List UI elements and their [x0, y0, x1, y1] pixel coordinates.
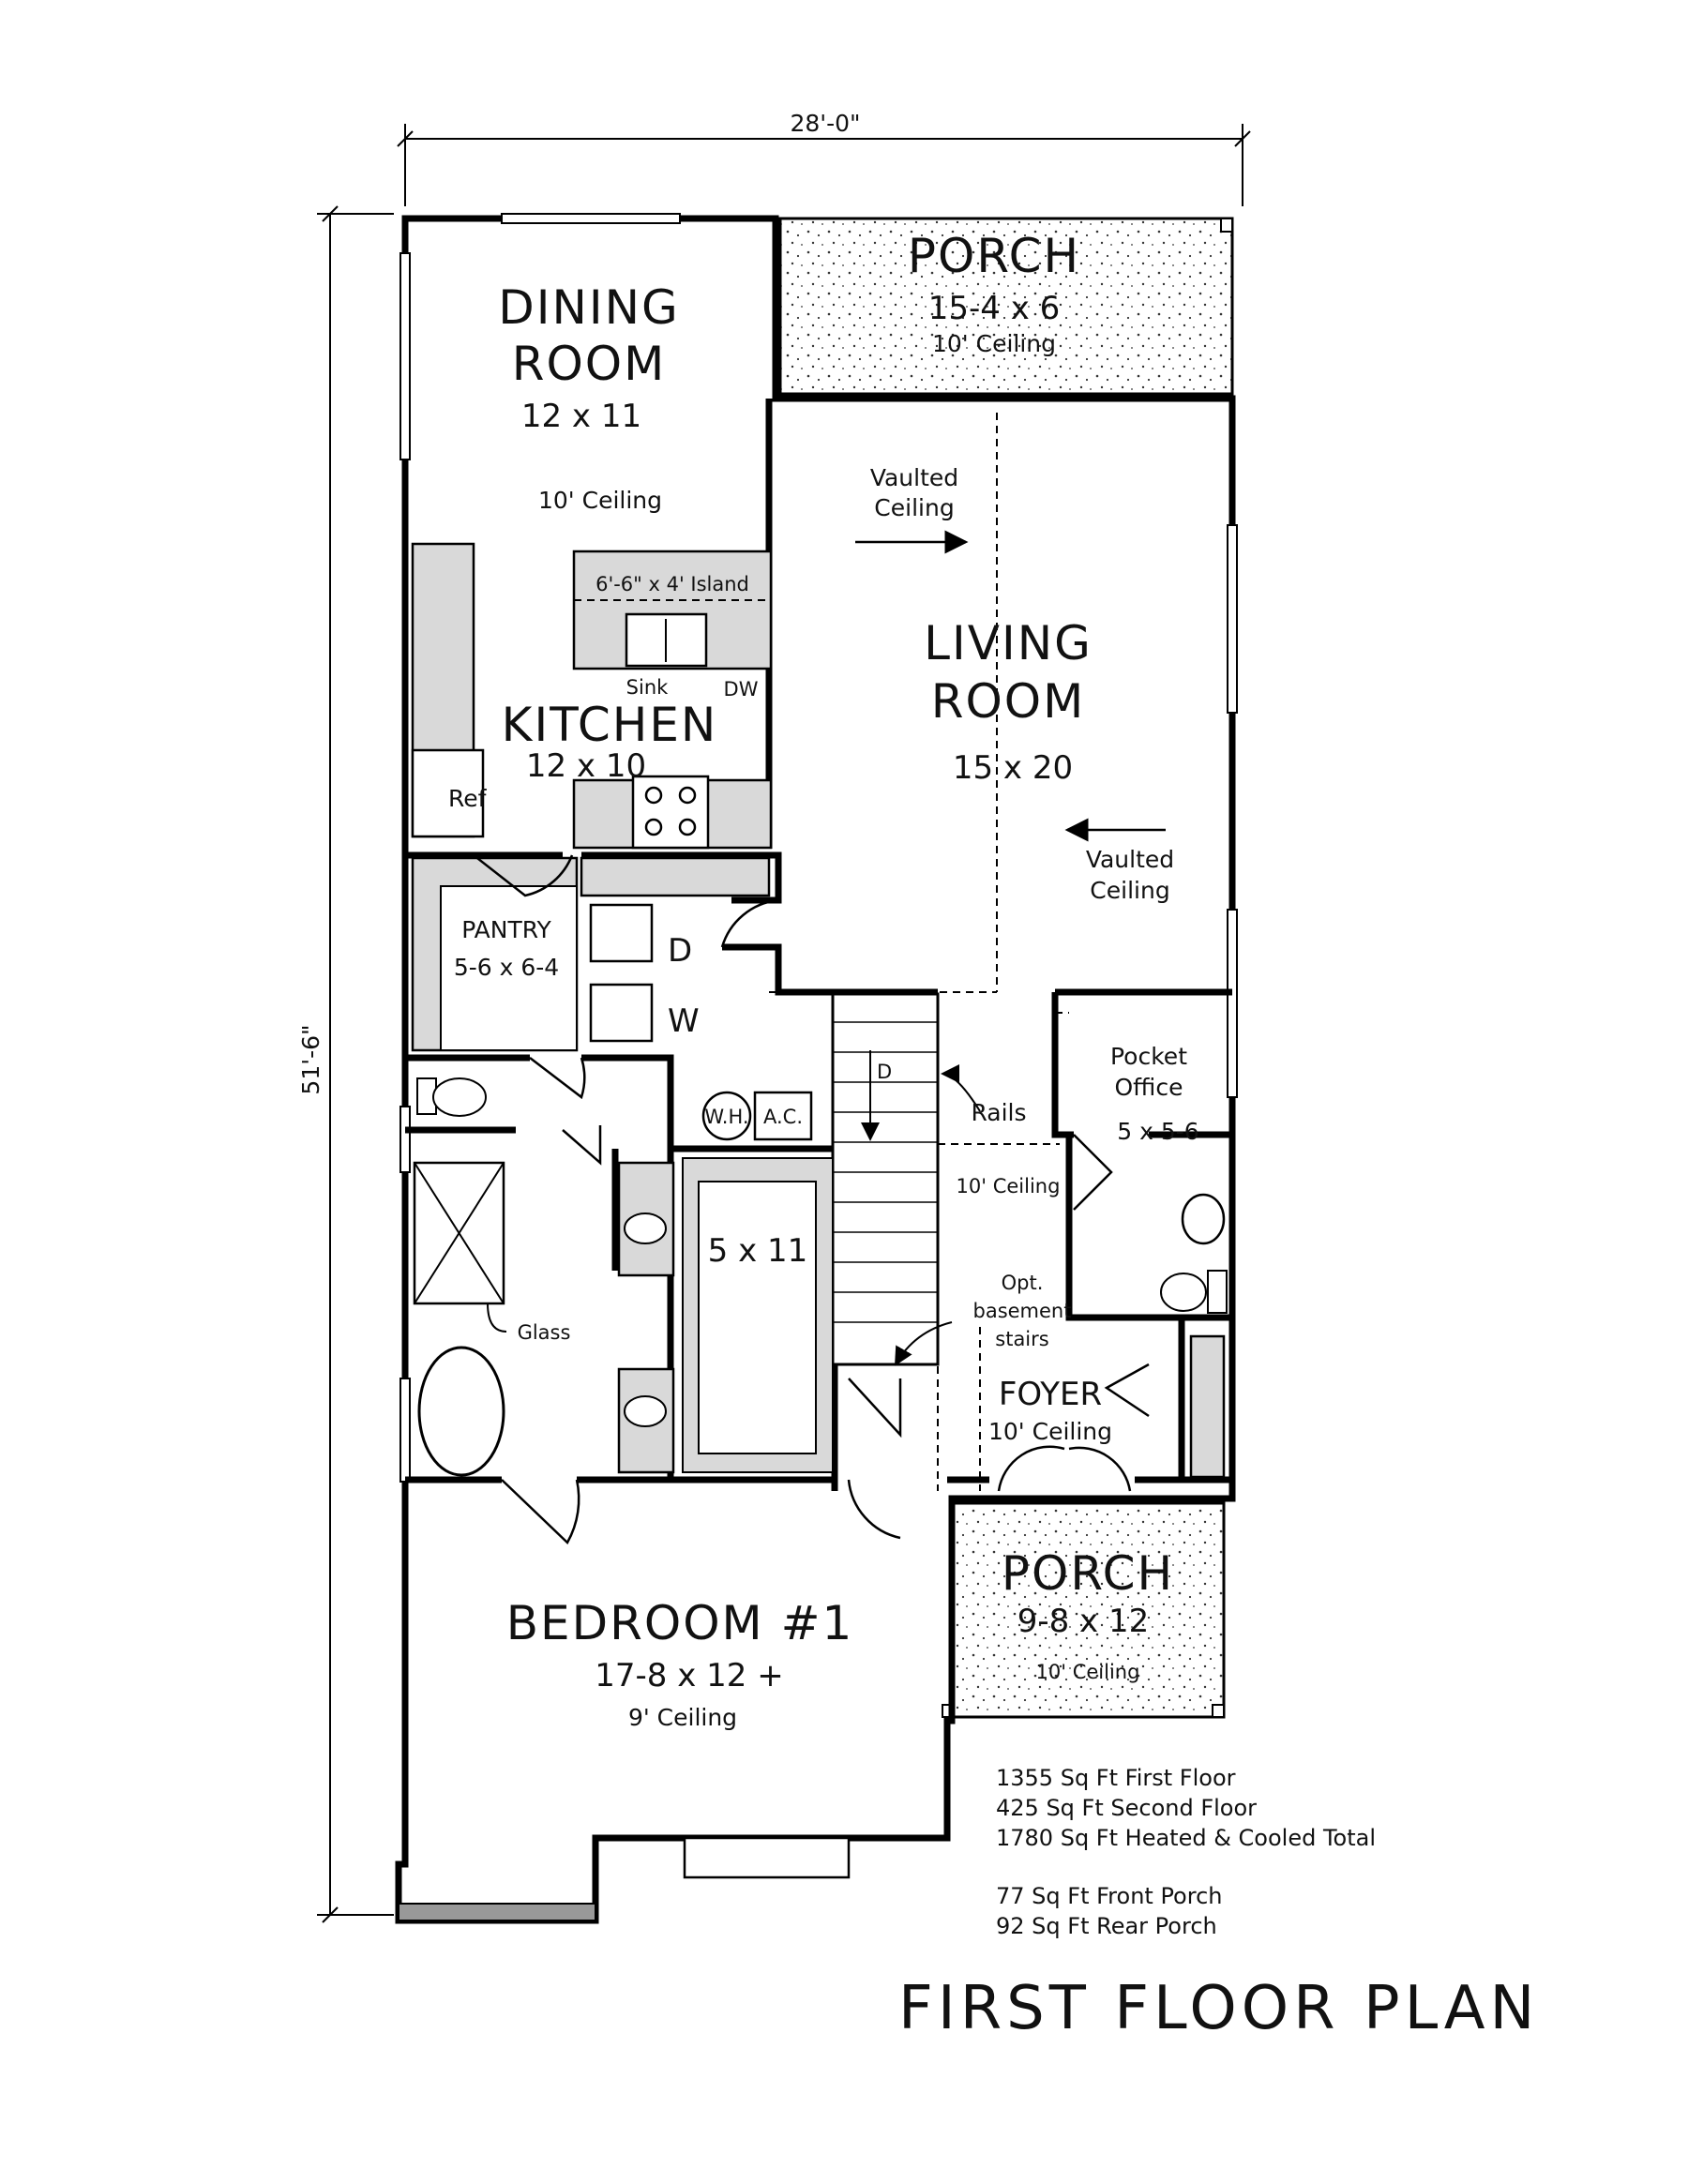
washer: [589, 983, 654, 1043]
note-front-porch: 77 Sq Ft Front Porch: [996, 1883, 1223, 1909]
area-notes: 1355 Sq Ft First Floor 425 Sq Ft Second …: [996, 1763, 1376, 1941]
refrigerator-label: Ref: [448, 785, 488, 812]
plan-title: FIRST FLOOR PLAN: [898, 1974, 1540, 2043]
porch-post: [1212, 1704, 1225, 1718]
bay-window: [683, 1836, 851, 1879]
living-size: 15 x 20: [953, 749, 1073, 787]
half-bath-fixtures: [1160, 1193, 1228, 1479]
foyer-ceiling: 10' Ceiling: [988, 1418, 1112, 1445]
closet-size: 5 x 11: [708, 1232, 808, 1270]
exterior-wall: [395, 215, 1236, 1924]
pocket-office-2: Office: [1115, 1074, 1183, 1101]
kitchen-counters: [411, 542, 773, 850]
front-porch-name: PORCH: [1002, 1546, 1174, 1601]
bay-window-sill: [398, 1903, 596, 1921]
water-heater: [701, 1091, 752, 1141]
rails-label: Rails: [971, 1099, 1026, 1126]
width-dimension: 28'-0": [790, 110, 860, 137]
width-dimension-line: [397, 124, 1251, 206]
kitchen-name: KITCHEN: [502, 698, 718, 752]
rear-porch-name: PORCH: [908, 229, 1080, 283]
door-swings: [473, 854, 1150, 1545]
opt-stairs-2: basement: [973, 1300, 1072, 1322]
water-heater-label: W.H.: [704, 1106, 748, 1128]
dining-size: 12 x 11: [521, 398, 641, 435]
kitchen-size: 12 x 10: [526, 747, 646, 785]
laundry-counter: [580, 856, 771, 897]
pocket-office-1: Pocket: [1110, 1043, 1187, 1070]
front-porch-size: 9-8 x 12: [1017, 1603, 1150, 1640]
stair-ceiling: 10' Ceiling: [957, 1175, 1061, 1197]
dining-name-2: ROOM: [512, 337, 667, 391]
living-name-2: ROOM: [931, 674, 1086, 729]
living-name-1: LIVING: [924, 616, 1093, 670]
washer-label: W: [668, 1002, 700, 1040]
note-second-floor: 425 Sq Ft Second Floor: [996, 1795, 1258, 1821]
note-rear-porch: 92 Sq Ft Rear Porch: [996, 1913, 1217, 1939]
pocket-office-size: 5 x 5-6: [1117, 1118, 1198, 1145]
note-total: 1780 Sq Ft Heated & Cooled Total: [996, 1825, 1377, 1851]
dishwasher-label: DW: [724, 678, 759, 700]
note-spacer: [996, 1853, 1376, 1881]
depth-dimension-line: [317, 205, 394, 1923]
living-vaulted-1: Vaulted: [870, 464, 958, 491]
depth-dimension: 51'-6": [297, 1024, 324, 1094]
dining-ceiling: 10' Ceiling: [538, 487, 662, 514]
ceiling-break-lines: [769, 413, 1069, 1491]
front-porch-ceiling: 10' Ceiling: [1036, 1661, 1140, 1683]
rear-porch-area: [778, 217, 1234, 396]
living-vaulted-2: Ceiling: [874, 494, 954, 521]
ac-unit: [753, 1091, 813, 1141]
closet: [682, 1157, 834, 1473]
dryer: [589, 903, 654, 963]
living-vaulted-3: Vaulted: [1086, 846, 1174, 873]
glass-label: Glass: [518, 1321, 571, 1344]
bedroom-name: BEDROOM #1: [506, 1596, 854, 1650]
staircase: [831, 992, 940, 1366]
pantry-floor: [440, 885, 578, 1051]
living-vaulted-4: Ceiling: [1090, 877, 1169, 904]
pantry-size: 5-6 x 6-4: [454, 954, 559, 981]
porch-post: [1220, 218, 1233, 233]
dryer-label: D: [668, 932, 692, 970]
sink-label: Sink: [626, 676, 669, 699]
master-bath-fixtures: [413, 1077, 675, 1477]
rear-porch-size: 15-4 x 6: [928, 290, 1061, 327]
rails-arrow: [941, 1064, 981, 1112]
island-size: 6'-6" x 4' Island: [595, 573, 749, 595]
ac-label: A.C.: [763, 1106, 803, 1128]
rear-porch-ceiling: 10' Ceiling: [932, 330, 1056, 357]
bedroom-ceiling: 9' Ceiling: [628, 1704, 737, 1731]
opt-stairs-1: Opt.: [1002, 1272, 1044, 1294]
dining-name-1: DINING: [498, 280, 680, 335]
stair-down-label: D: [877, 1061, 892, 1083]
opt-stairs-3: stairs: [995, 1328, 1048, 1350]
range: [631, 775, 710, 850]
stairs-arrow: [895, 1321, 953, 1366]
pantry-name: PANTRY: [461, 916, 551, 943]
foyer-name: FOYER: [999, 1376, 1102, 1413]
bedroom-size: 17-8 x 12 +: [595, 1657, 783, 1694]
glass-pointer: [487, 1303, 507, 1333]
windows: [399, 213, 1238, 1483]
note-first-floor: 1355 Sq Ft First Floor: [996, 1765, 1236, 1791]
refrigerator: [411, 748, 485, 838]
